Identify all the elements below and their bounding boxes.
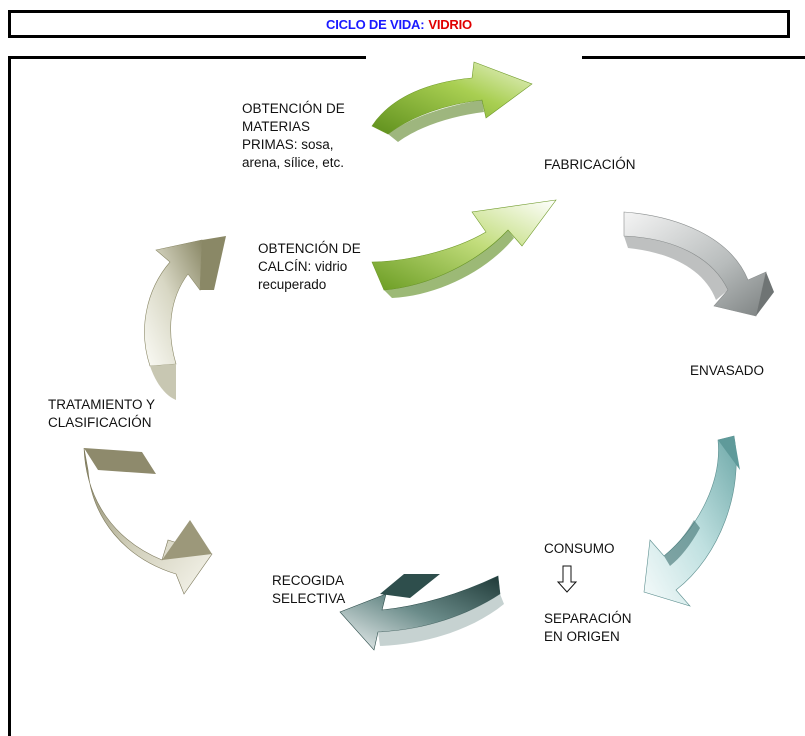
curved-arrow-icon (83, 447, 213, 595)
down-arrow-icon (556, 565, 578, 593)
curved-arrow-icon (371, 199, 557, 298)
label-fabricacion: FABRICACIÓN (544, 157, 636, 172)
title-highlight: VIDRIO (428, 16, 472, 32)
curved-arrow-icon (623, 211, 774, 317)
label-consumo: CONSUMO (544, 541, 615, 556)
label-obtencion-materias: OBTENCIÓN DE MATERIAS PRIMAS: sosa, aren… (242, 101, 345, 170)
label-tratamiento: TRATAMIENTO Y CLASIFICACIÓN (48, 397, 156, 430)
title-bar: CICLO DE VIDA: VIDRIO (8, 10, 790, 38)
curved-arrow-icon (371, 61, 533, 142)
curved-arrow-icon (144, 236, 226, 400)
label-separacion: SEPARACIÓN EN ORIGEN (544, 611, 632, 644)
curved-arrow-icon (643, 435, 740, 607)
title-prefix: CICLO DE VIDA: (326, 16, 425, 32)
label-recogida: RECOGIDA SELECTIVA (272, 573, 346, 606)
label-envasado: ENVASADO (690, 363, 765, 378)
label-obtencion-calcin: OBTENCIÓN DE CALCÍN: vidrio recuperado (258, 241, 361, 292)
curved-arrow-icon (339, 574, 504, 651)
